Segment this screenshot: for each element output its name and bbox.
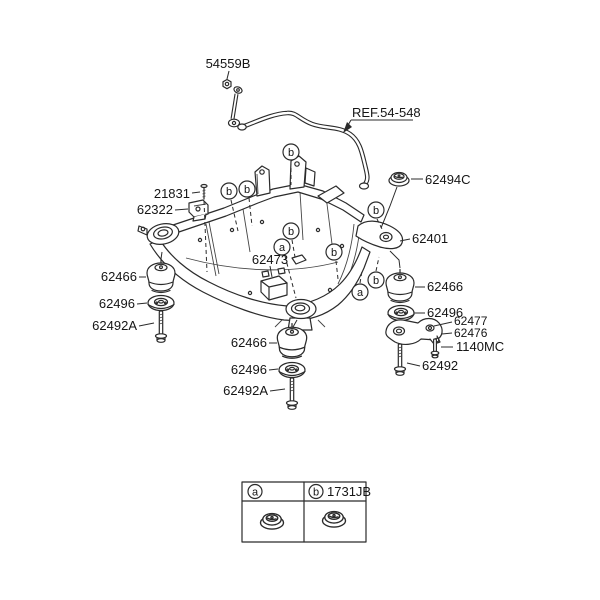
callout-b-2[interactable]: b xyxy=(220,182,238,200)
part-label-62492A-bottom[interactable]: 62492A xyxy=(223,383,268,398)
legend-cell-a[interactable]: a xyxy=(247,483,263,500)
part-label-62496-bottom[interactable]: 62496 xyxy=(231,362,267,377)
callout-b-3[interactable]: b xyxy=(238,180,256,198)
legend-part-b: 1731JB xyxy=(327,484,371,499)
part-label-62466-left[interactable]: 62466 xyxy=(101,269,137,284)
subframe-crossmember xyxy=(137,155,404,331)
leader-lines xyxy=(136,70,453,392)
ref-label-54-548[interactable]: REF.54-548 xyxy=(352,105,421,120)
washer-62496-right xyxy=(387,304,415,322)
legend-table: a b 1731JB xyxy=(241,481,371,543)
bushing-62466-right xyxy=(385,268,415,304)
legend-grommet-a xyxy=(259,512,285,530)
callout-letter: b xyxy=(226,186,232,198)
bracket-62477-62476 xyxy=(385,317,443,345)
callout-b-7[interactable]: b xyxy=(367,271,385,289)
ref-arrowhead xyxy=(343,122,352,133)
part-label-62466-right[interactable]: 62466 xyxy=(427,279,463,294)
part-label-62473[interactable]: 62473 xyxy=(252,252,288,267)
legend-grommet-b xyxy=(321,510,347,528)
legend-cell-b[interactable]: b 1731JB xyxy=(308,483,371,500)
legend-letter-a: a xyxy=(252,487,259,499)
part-label-54559B[interactable]: 54559B xyxy=(206,56,251,71)
part-label-62492A-left[interactable]: 62492A xyxy=(92,318,137,333)
callout-letter: b xyxy=(373,205,379,217)
part-label-62466-bottom[interactable]: 62466 xyxy=(231,335,267,350)
part-label-62496-right[interactable]: 62496 xyxy=(427,305,463,320)
bolt-62492A-bottom xyxy=(285,377,299,410)
screw-21831 xyxy=(200,183,208,200)
part-label-62476[interactable]: 62476 xyxy=(454,326,488,340)
part-label-62322[interactable]: 62322 xyxy=(137,202,173,217)
callout-letter: b xyxy=(373,275,379,287)
bolt-62492A-left xyxy=(154,310,168,343)
stabilizer-bar xyxy=(239,110,370,190)
callout-letter: b xyxy=(288,226,294,238)
bracket-62473 xyxy=(260,267,288,301)
callout-letter: a xyxy=(357,287,364,299)
callout-b-5[interactable]: b xyxy=(325,243,343,261)
part-label-62496-left[interactable]: 62496 xyxy=(99,296,135,311)
callout-letter: b xyxy=(331,247,337,259)
legend-letter-b: b xyxy=(313,487,319,499)
washer-62496-bottom xyxy=(278,361,306,379)
part-label-62477[interactable]: 62477 xyxy=(454,314,488,328)
bracket-62322 xyxy=(188,199,209,222)
dashed-leaders xyxy=(203,161,384,299)
part-label-1140MC[interactable]: 1140MC xyxy=(456,339,504,354)
callout-letter: a xyxy=(279,242,286,254)
part-label-62494C[interactable]: 62494C xyxy=(425,172,471,187)
callout-letter: b xyxy=(244,184,250,196)
bolt-62492-right xyxy=(393,343,407,376)
part-label-21831[interactable]: 21831 xyxy=(154,186,190,201)
callout-b-1[interactable]: b xyxy=(282,143,300,161)
grommet-62494C xyxy=(388,171,410,187)
callout-a-1[interactable]: a xyxy=(273,238,291,256)
washer-62496-left xyxy=(147,294,175,312)
callout-letter: b xyxy=(288,147,294,159)
part-label-62492[interactable]: 62492 xyxy=(422,358,458,373)
part-label-62401[interactable]: 62401 xyxy=(412,231,448,246)
callout-b-4[interactable]: b xyxy=(282,222,300,240)
callout-b-6[interactable]: b xyxy=(367,201,385,219)
stabilizer-link xyxy=(222,78,247,131)
callout-a-2[interactable]: a xyxy=(351,283,369,301)
